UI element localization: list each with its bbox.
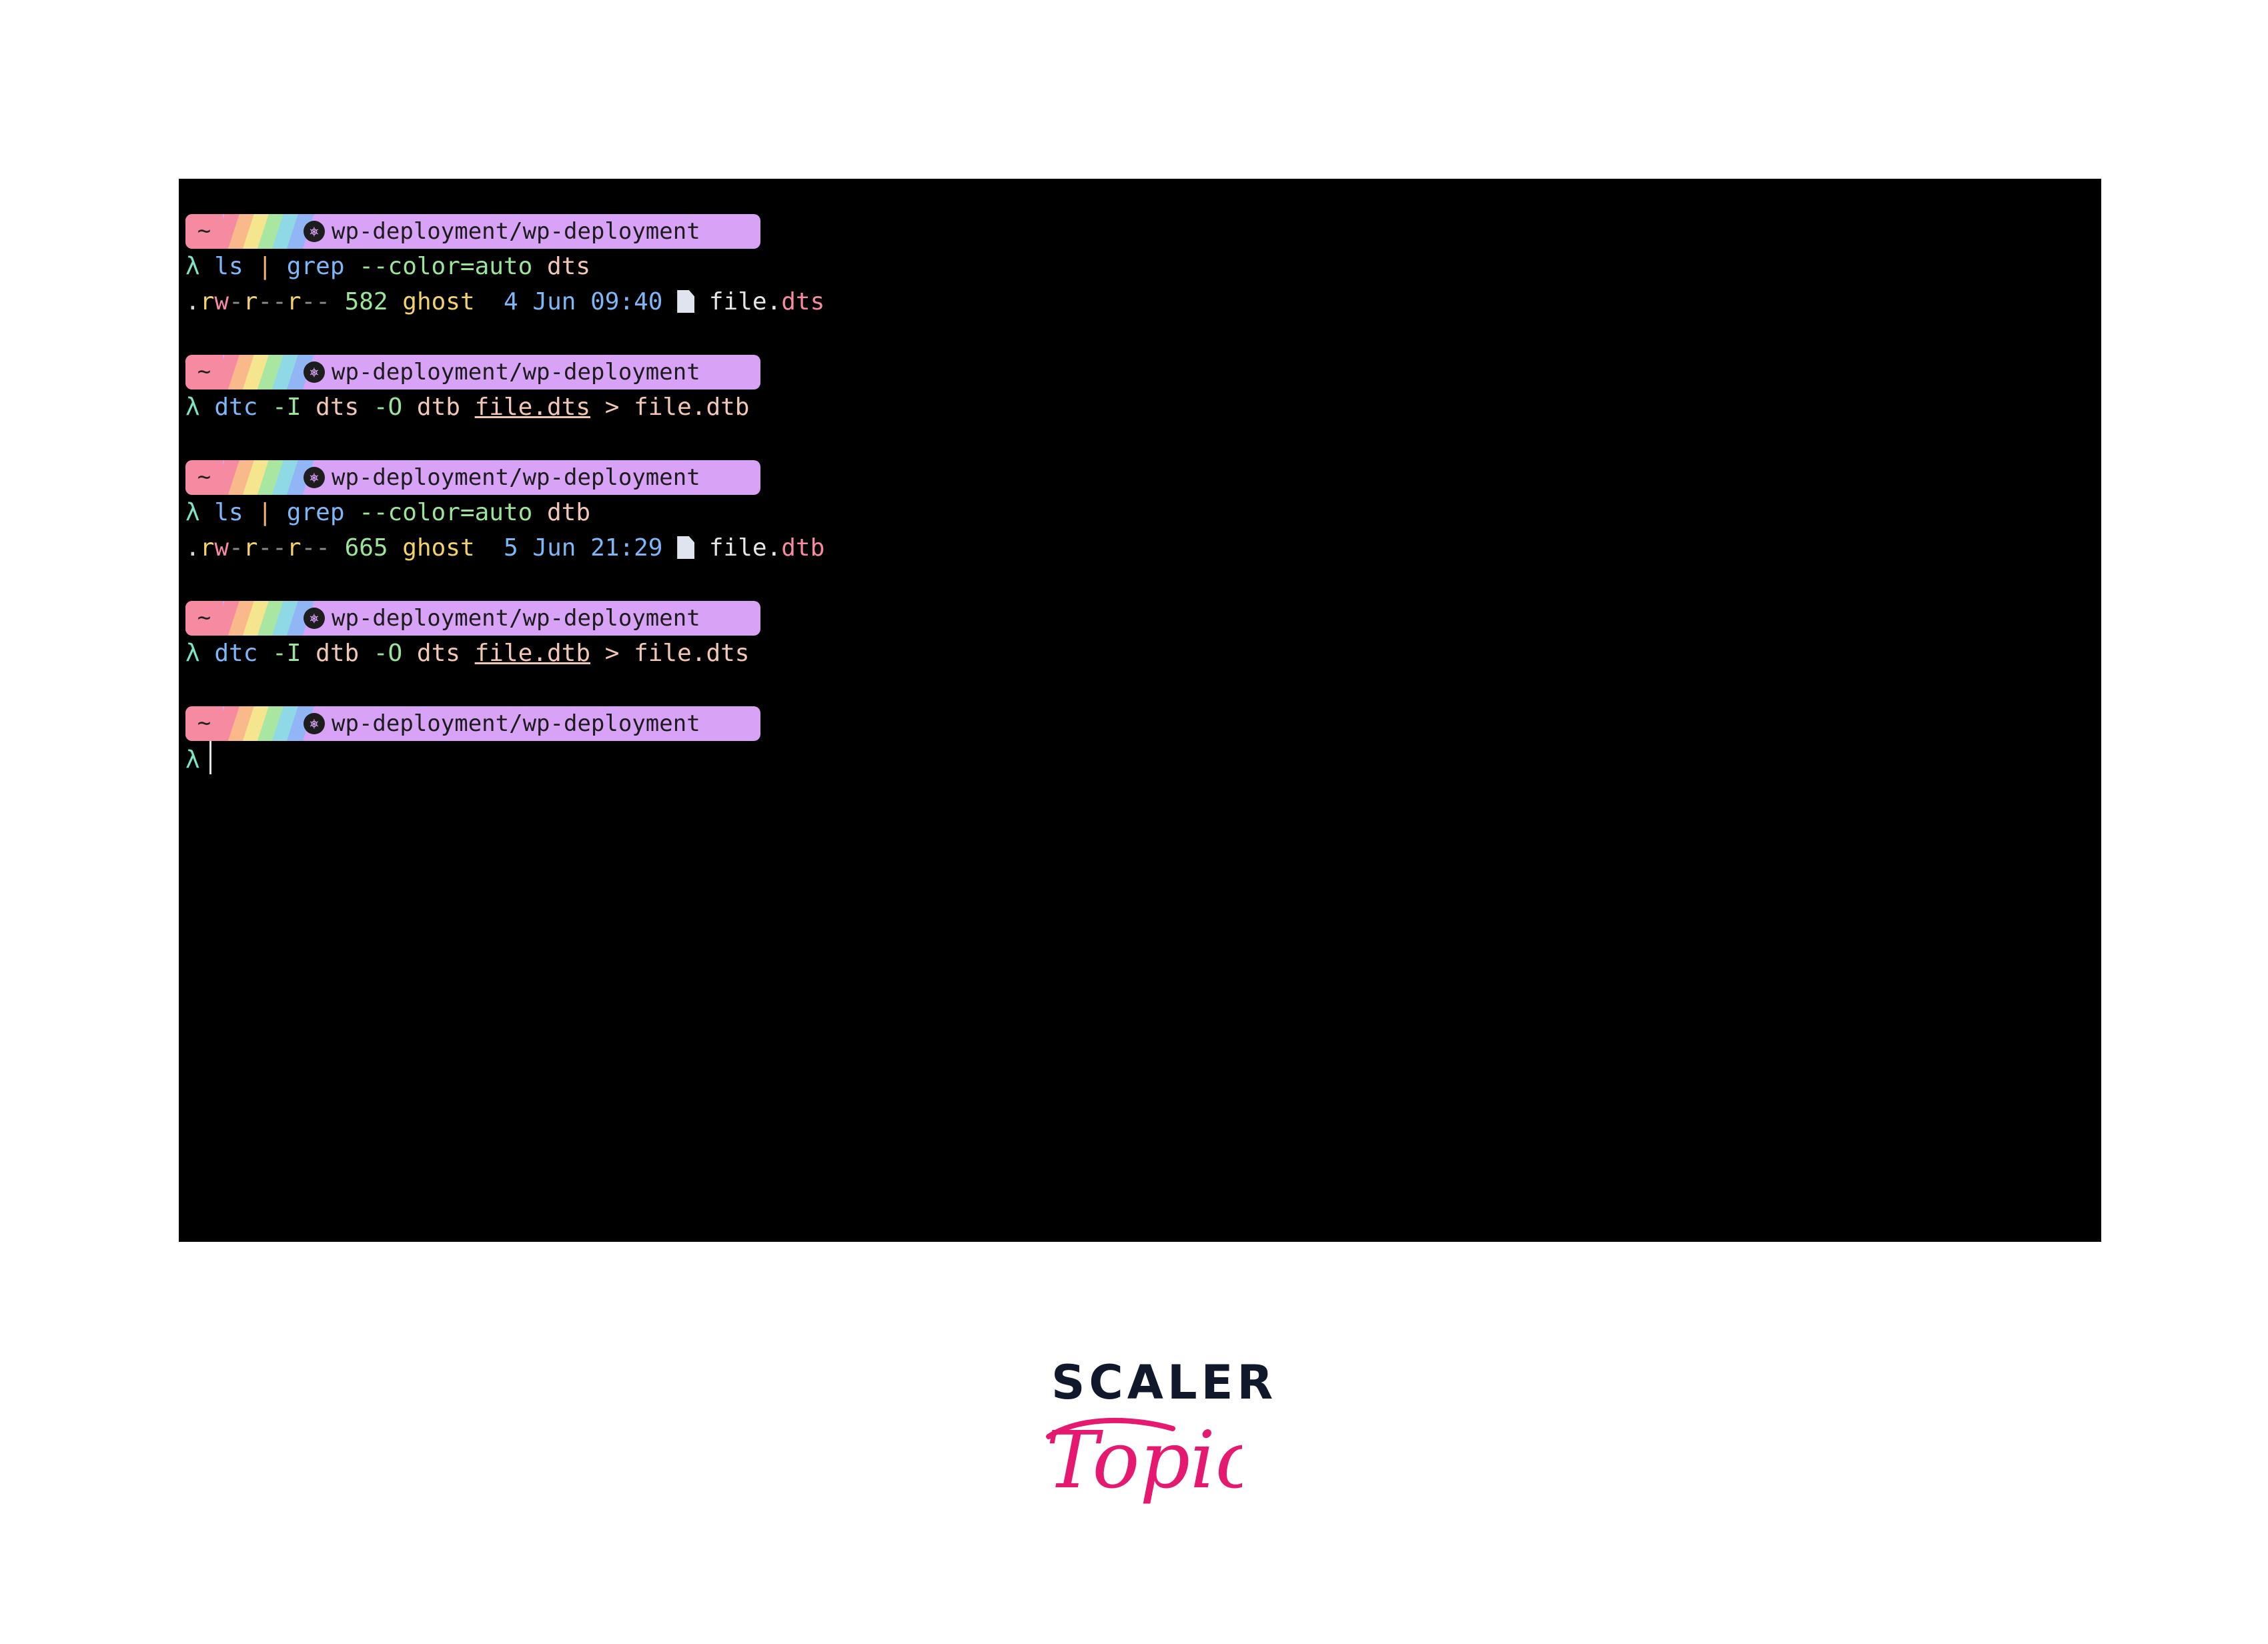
file-name: file. [708,534,782,562]
perm-char: - [229,534,243,562]
command-arg: file.dts [474,393,591,421]
perm-char: r [286,534,302,562]
file-time: 09:40 [590,288,663,315]
perm-char: r [243,534,258,562]
file-month: Jun [532,534,576,562]
file-day: 4 [504,288,518,315]
command-flag: -O [373,640,403,667]
file-owner: ghost [402,288,475,315]
pipe-symbol: | [257,499,273,526]
prompt-bar: ~ ⎈ wp-deployment/wp-deployment [185,601,760,636]
perm-char: - [257,534,273,562]
helm-wheel-icon: ⎈ [304,608,325,629]
command-name: dtc [214,393,258,421]
perm-char: w [214,534,229,562]
command-arg: dts [416,640,460,667]
command-arg: dtb [546,499,590,526]
command-name: ls [214,499,243,526]
file-day: 5 [504,534,518,562]
file-listing-row: .rw-r--r-- 582 ghost 4 Jun 09:40 file.dt… [185,284,824,319]
logo-script-text: Topics [1046,1414,1242,1506]
redirect-symbol: > [604,640,620,667]
text-cursor[interactable] [209,741,211,774]
command-line: λ ls | grep --color=auto dts [185,249,824,284]
perm-char: - [316,288,330,315]
perm-char: - [301,288,316,315]
redirect-symbol: > [604,393,620,421]
file-size: 582 [344,288,388,315]
command-arg: file.dts [634,640,750,667]
command-flag: --color=auto [359,253,533,280]
lambda-symbol: λ [185,640,200,667]
perm-char: . [185,288,200,315]
perm-char: - [316,534,330,562]
logo-wordmark: SCALER [1051,1355,1277,1410]
helm-wheel-icon: ⎈ [304,713,325,734]
file-extension: dtb [781,534,825,562]
home-segment: ~ [185,214,223,249]
command-name: dtc [214,640,258,667]
command-arg: dts [316,393,360,421]
prompt-path: wp-deployment/wp-deployment [332,359,700,385]
command-line: λ dtc -I dts -O dtb file.dts > file.dtb [185,389,824,425]
helm-wheel-icon: ⎈ [304,467,325,488]
lambda-symbol: λ [185,746,200,774]
helm-wheel-icon: ⎈ [304,221,325,242]
terminal-output: ~ ⎈ wp-deployment/wp-deployment λ ls | g… [185,213,824,776]
command-arg: dtb [416,393,460,421]
prompt-path: wp-deployment/wp-deployment [332,218,700,245]
lambda-symbol: λ [185,253,200,280]
helm-wheel-icon: ⎈ [304,361,325,383]
command-name: ls [214,253,243,280]
perm-char: - [272,288,287,315]
pipe-symbol: | [257,253,273,280]
perm-char: w [214,288,229,315]
file-icon [677,536,695,559]
prompt-path: wp-deployment/wp-deployment [332,605,700,632]
command-arg: dts [546,253,590,280]
command-flag: --color=auto [359,499,533,526]
terminal-window[interactable]: ~ ⎈ wp-deployment/wp-deployment λ ls | g… [179,179,2101,1242]
file-month: Jun [532,288,576,315]
command-line: λ ls | grep --color=auto dtb [185,495,824,530]
file-extension: dts [781,288,825,315]
perm-char: . [185,534,200,562]
file-size: 665 [344,534,388,562]
perm-char: r [199,288,215,315]
scaler-topics-logo: SCALER Topics [1042,1355,1273,1549]
command-flag: -I [272,393,302,421]
prompt-bar: ~ ⎈ wp-deployment/wp-deployment [185,355,760,389]
perm-char: r [286,288,302,315]
perm-char: r [243,288,258,315]
command-arg: dtb [316,640,360,667]
file-owner: ghost [402,534,475,562]
file-time: 21:29 [590,534,663,562]
prompt-bar: ~ ⎈ wp-deployment/wp-deployment [185,460,760,495]
perm-char: - [272,534,287,562]
lambda-symbol: λ [185,499,200,526]
file-listing-row: .rw-r--r-- 665 ghost 5 Jun 21:29 file.dt… [185,530,824,566]
prompt-path: wp-deployment/wp-deployment [332,710,700,737]
perm-char: r [199,534,215,562]
command-name: grep [286,499,345,526]
active-command-line[interactable]: λ [185,741,824,776]
logo-script: Topics [1046,1414,1242,1506]
prompt-path: wp-deployment/wp-deployment [332,464,700,491]
prompt-bar: ~ ⎈ wp-deployment/wp-deployment [185,214,760,249]
command-line: λ dtc -I dtb -O dts file.dtb > file.dts [185,636,824,671]
command-arg: file.dtb [474,640,591,667]
home-segment: ~ [185,460,223,495]
perm-char: - [301,534,316,562]
prompt-bar: ~ ⎈ wp-deployment/wp-deployment [185,706,760,741]
file-name: file. [708,288,782,315]
perm-char: - [257,288,273,315]
file-icon [677,290,695,313]
command-name: grep [286,253,345,280]
command-flag: -O [373,393,403,421]
command-flag: -I [272,640,302,667]
home-segment: ~ [185,355,223,389]
command-arg: file.dtb [634,393,750,421]
perm-char: - [229,288,243,315]
lambda-symbol: λ [185,393,200,421]
